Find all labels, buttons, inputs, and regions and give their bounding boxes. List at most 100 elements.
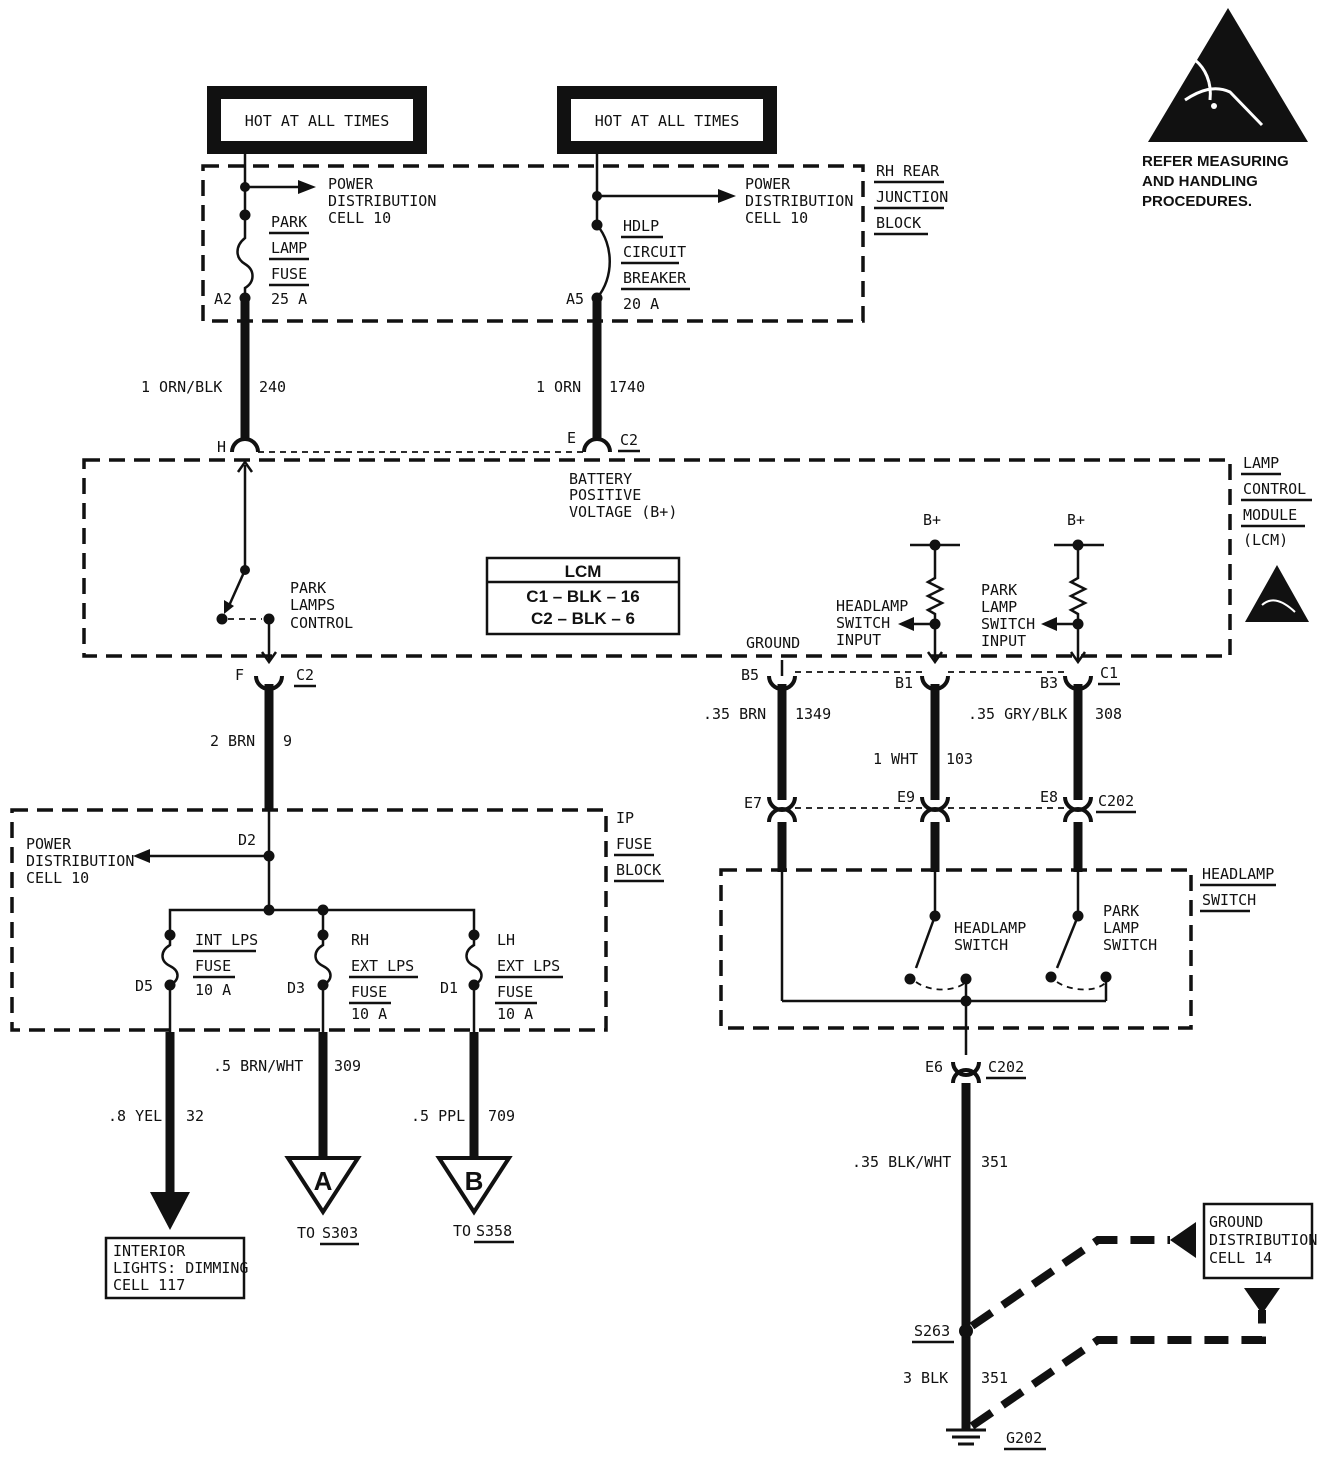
wire-103-circuit: 103 bbox=[946, 750, 973, 768]
ground-symbol-icon bbox=[946, 1428, 986, 1446]
wire-351a-circuit: 351 bbox=[981, 1153, 1008, 1171]
park-lamps-control-3: CONTROL bbox=[290, 614, 353, 632]
wire-709-circuit: 709 bbox=[488, 1107, 515, 1125]
ground-dist-link-lower bbox=[969, 1310, 1266, 1430]
pin-e9: E9 bbox=[897, 788, 915, 806]
headlamp-assy-label-1: HEADLAMP bbox=[1202, 865, 1274, 883]
ground-label: GROUND bbox=[746, 634, 800, 652]
park-sw-input-2: LAMP bbox=[981, 598, 1017, 616]
pin-e7: E7 bbox=[744, 794, 762, 812]
marker-b-ref: S358 bbox=[476, 1222, 512, 1240]
rh-fuse-line1: RH bbox=[351, 931, 369, 949]
interior-lights-box bbox=[104, 1236, 246, 1300]
conn-c202-upper: C202 bbox=[1098, 792, 1134, 810]
wire-240-gauge: 1 ORN/BLK bbox=[141, 378, 222, 396]
hot-box-left: HOT AT ALL TIMES bbox=[207, 86, 427, 154]
rh-block-label-1: RH REAR bbox=[876, 162, 940, 180]
wire-32-circuit: 32 bbox=[186, 1107, 204, 1125]
lcm-connector-table: LCM C1 – BLK – 16 C2 – BLK – 6 bbox=[485, 556, 681, 636]
wire-351b-circuit: 351 bbox=[981, 1369, 1008, 1387]
rh-fuse-line2: EXT LPS bbox=[351, 957, 414, 975]
hdlp-breaker-rating: 20 A bbox=[623, 295, 659, 313]
rh-block-label-3: BLOCK bbox=[876, 214, 921, 232]
pin-e6: E6 bbox=[925, 1058, 943, 1076]
lcm-label-4: (LCM) bbox=[1243, 531, 1288, 549]
c202-connector-lower bbox=[951, 1061, 981, 1084]
park-fuse-line3: FUSE bbox=[271, 265, 307, 283]
int-fuse-line1: INT LPS bbox=[195, 931, 258, 949]
ground-dist-3: CELL 14 bbox=[1209, 1249, 1272, 1267]
wire-240-circuit: 240 bbox=[259, 378, 286, 396]
int-fuse-line2: FUSE bbox=[195, 957, 231, 975]
svg-text:LCM: LCM bbox=[565, 562, 602, 581]
bplus-left: B+ bbox=[923, 511, 941, 529]
park-lamp-switch-3: SWITCH bbox=[1103, 936, 1157, 954]
ip-fuse-block bbox=[10, 808, 608, 1032]
pin-e8: E8 bbox=[1040, 788, 1058, 806]
conn-h: H bbox=[217, 438, 226, 456]
wire-309-gauge: .5 BRN/WHT bbox=[213, 1057, 303, 1075]
wire-9-gauge: 2 BRN bbox=[210, 732, 255, 750]
park-fuse-pin: A2 bbox=[214, 290, 232, 308]
marker-b: B bbox=[435, 1156, 513, 1216]
wire-309-circuit: 309 bbox=[334, 1057, 361, 1075]
wire-351a-gauge: .35 BLK/WHT bbox=[852, 1153, 951, 1171]
svg-text:B: B bbox=[465, 1166, 484, 1196]
hdlp-breaker-line2: CIRCUIT bbox=[623, 243, 686, 261]
park-sw-input-1: PARK bbox=[981, 581, 1017, 599]
power-dist-right-1: POWER bbox=[745, 175, 791, 193]
power-dist-left-2: DISTRIBUTION bbox=[328, 192, 436, 210]
lh-ext-lps-fuse bbox=[465, 929, 483, 991]
rh-fuse-line3: FUSE bbox=[351, 983, 387, 1001]
park-sw-input-3: SWITCH bbox=[981, 615, 1035, 633]
pin-b5: B5 bbox=[741, 666, 759, 684]
pin-b3: B3 bbox=[1040, 674, 1058, 692]
int-lps-fuse bbox=[161, 929, 179, 991]
lcm-label-1: LAMP bbox=[1243, 454, 1279, 472]
bplus-right: B+ bbox=[1067, 511, 1085, 529]
ip-block-label-3: BLOCK bbox=[616, 861, 661, 879]
marker-b-to: TO bbox=[453, 1222, 471, 1240]
hdlp-breaker-pin: A5 bbox=[566, 290, 584, 308]
wire-709-gauge: .5 PPL bbox=[411, 1107, 465, 1125]
conn-c2-top: C2 bbox=[620, 431, 638, 449]
conn-c202-lower: C202 bbox=[988, 1058, 1024, 1076]
esd-warning-icon bbox=[1148, 8, 1308, 142]
power-dist-ip-2: DISTRIBUTION bbox=[26, 852, 134, 870]
headlamp-sw-input-1: HEADLAMP bbox=[836, 597, 908, 615]
wire-32-gauge: .8 YEL bbox=[108, 1107, 162, 1125]
svg-text:HOT AT ALL TIMES: HOT AT ALL TIMES bbox=[595, 112, 740, 130]
park-fuse-line1: PARK bbox=[271, 213, 307, 231]
lh-fuse-rating: 10 A bbox=[497, 1005, 533, 1023]
wire-351b-gauge: 3 BLK bbox=[903, 1369, 948, 1387]
esd-note-line2: AND HANDLING bbox=[1142, 173, 1258, 190]
conn-c1: C1 bbox=[1100, 664, 1118, 682]
wire-103-gauge: 1 WHT bbox=[873, 750, 918, 768]
ground-g202: G202 bbox=[1006, 1429, 1042, 1447]
ip-block-label-1: IP bbox=[616, 809, 634, 827]
c202-connector-upper bbox=[767, 796, 1093, 823]
wire-1349-circuit: 1349 bbox=[795, 705, 831, 723]
rh-block-label-2: JUNCTION bbox=[876, 188, 948, 206]
headlamp-switch-2: SWITCH bbox=[954, 936, 1008, 954]
wire-308-gauge: .35 GRY/BLK bbox=[968, 705, 1067, 723]
conn-c2-bottom: C2 bbox=[296, 666, 314, 684]
svg-text:C1 – BLK – 16: C1 – BLK – 16 bbox=[526, 587, 639, 606]
hot-box-right: HOT AT ALL TIMES bbox=[557, 86, 777, 154]
wire-308-circuit: 308 bbox=[1095, 705, 1122, 723]
interior-box-3: CELL 117 bbox=[113, 1276, 185, 1294]
power-dist-left-1: POWER bbox=[328, 175, 374, 193]
splice-s263: S263 bbox=[914, 1322, 950, 1340]
power-dist-ip-1: POWER bbox=[26, 835, 72, 853]
power-dist-right-2: DISTRIBUTION bbox=[745, 192, 853, 210]
headlamp-switch-assembly bbox=[719, 868, 1193, 1030]
lh-fuse-line2: EXT LPS bbox=[497, 957, 560, 975]
rh-fuse-rating: 10 A bbox=[351, 1005, 387, 1023]
ip-block-label-2: FUSE bbox=[616, 835, 652, 853]
battery-line3: VOLTAGE (B+) bbox=[569, 503, 677, 521]
hdlp-breaker-line1: HDLP bbox=[623, 217, 659, 235]
svg-text:HOT AT ALL TIMES: HOT AT ALL TIMES bbox=[245, 112, 390, 130]
battery-line1: BATTERY bbox=[569, 470, 632, 488]
esd-note-line3: PROCEDURES. bbox=[1142, 193, 1252, 210]
